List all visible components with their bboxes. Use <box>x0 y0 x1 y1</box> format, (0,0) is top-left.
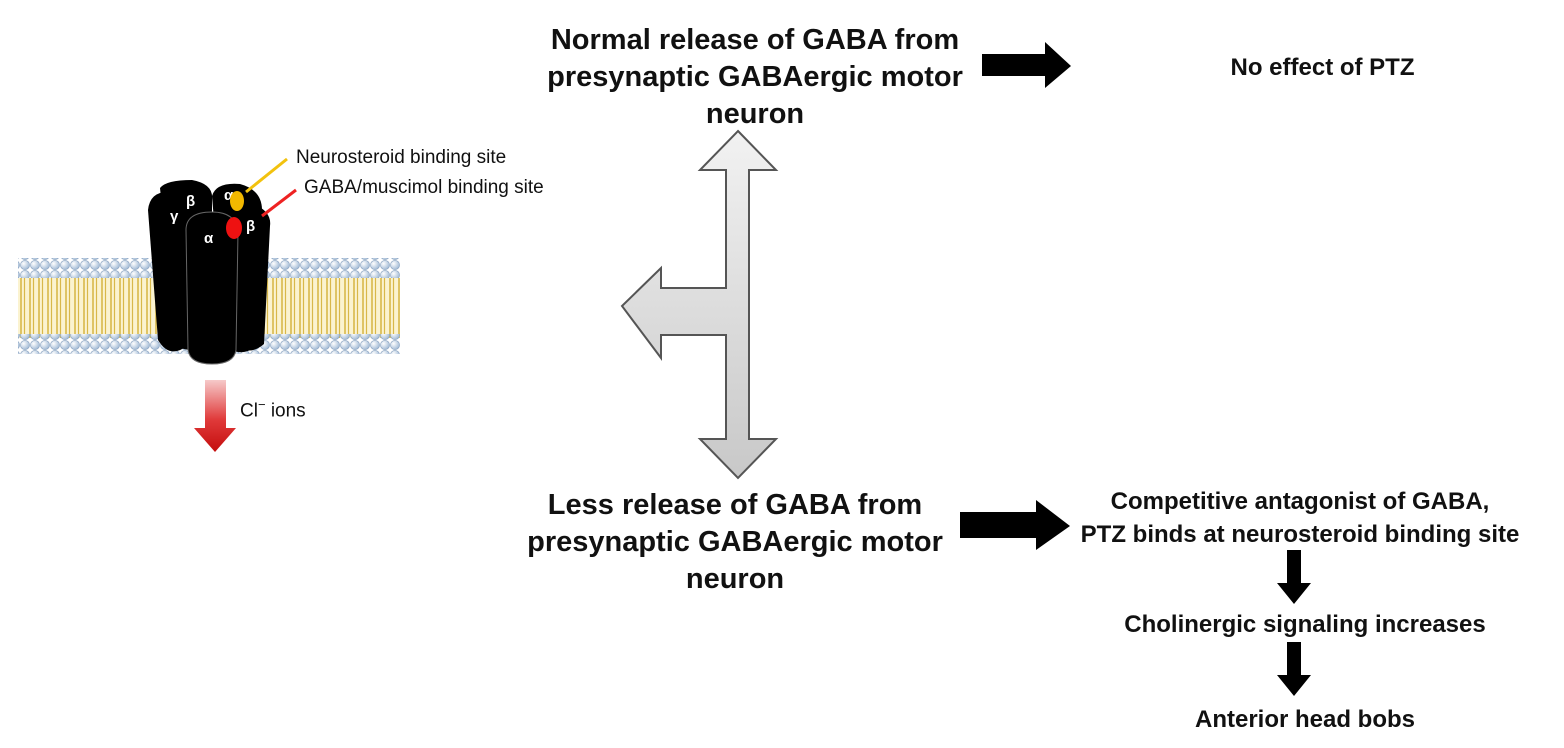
normal-release-line-2: presynaptic GABAergic motor <box>547 61 963 93</box>
normal-release-line-3: neuron <box>705 98 805 130</box>
bidirectional-branch-arrow <box>620 129 779 480</box>
subunit-label-beta-2: β <box>246 218 255 235</box>
head-bobs-text: Anterior head bobs <box>1194 706 1416 733</box>
less-release-text: Less release of GABA from presynaptic GA… <box>500 487 970 598</box>
antagonist-line-1: Competitive antagonist of GABA, <box>1110 488 1490 515</box>
chloride-ions-word: ions <box>265 400 306 422</box>
chloride-ions-label: Cl− ions <box>240 394 306 422</box>
arrow-to-head-bobs <box>1277 642 1311 696</box>
subunit-label-gamma: γ <box>170 208 179 225</box>
neurosteroid-site-label: Neurosteroid binding site <box>296 147 507 168</box>
subunit-label-beta-1: β <box>186 193 195 210</box>
cholinergic-text: Cholinergic signaling increases <box>1124 611 1486 638</box>
gaba-a-receptor: γ β α α β <box>148 180 271 365</box>
normal-release-text: Normal release of GABA from presynaptic … <box>520 22 990 133</box>
gaba-site-label: GABA/muscimol binding site <box>304 177 544 198</box>
chloride-ion-arrow <box>194 380 236 452</box>
less-release-line-2: presynaptic GABAergic motor <box>527 526 943 558</box>
gaba-pointer-line <box>261 188 297 218</box>
chloride-charge: − <box>257 397 266 412</box>
gaba-site-marker <box>226 217 242 239</box>
antagonist-line-2: PTZ binds at neurosteroid binding site <box>1080 521 1520 548</box>
subunit-label-alpha-2: α <box>224 187 234 204</box>
arrow-to-cholinergic <box>1277 550 1311 604</box>
less-release-line-3: neuron <box>685 563 785 595</box>
neurosteroid-pointer-line <box>245 157 288 194</box>
less-release-line-1: Less release of GABA from <box>547 489 923 521</box>
arrow-to-no-effect <box>982 42 1071 88</box>
antagonist-text: Competitive antagonist of GABA, PTZ bind… <box>1040 485 1560 551</box>
normal-release-line-1: Normal release of GABA from <box>550 24 960 56</box>
chloride-symbol: Cl <box>240 400 258 422</box>
neurosteroid-site-marker <box>230 191 244 211</box>
no-effect-text: No effect of PTZ <box>1230 54 1415 81</box>
subunit-label-alpha-1: α <box>204 230 214 247</box>
arrow-to-antagonist <box>960 500 1070 550</box>
